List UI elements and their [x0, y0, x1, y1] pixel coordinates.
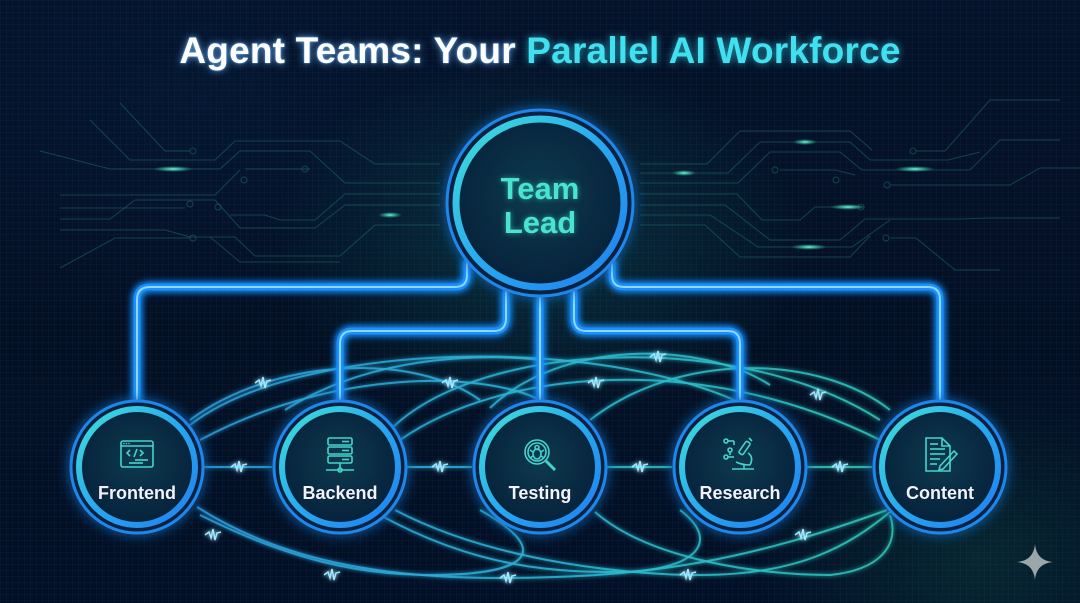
agent-label-research: Research [699, 482, 781, 503]
title-part-white: Agent Teams: Your [179, 30, 527, 71]
agent-node-backend: Backend [276, 403, 404, 531]
agent-label-backend: Backend [302, 482, 378, 503]
sparkle-icon [1017, 544, 1053, 580]
title-part-cyan: Parallel AI Workforce [526, 30, 901, 71]
agent-node-research: Research [676, 403, 804, 531]
team-lead-node: Team Lead [448, 114, 632, 298]
code-window-icon [120, 439, 154, 468]
agent-label-frontend: Frontend [98, 482, 176, 503]
team-lead-label-line2: Lead [503, 205, 577, 240]
agent-label-content: Content [906, 482, 974, 503]
bug-magnifier-icon [524, 438, 557, 471]
agent-node-content: Content [876, 403, 1004, 531]
agent-node-frontend: Frontend [73, 403, 201, 531]
agent-node-testing: Testing [476, 403, 604, 531]
server-stack-icon [326, 436, 354, 473]
agent-label-testing: Testing [508, 482, 572, 503]
glow-dots [153, 139, 935, 250]
team-lead-label-line1: Team [500, 171, 580, 206]
lead-ring [445, 108, 635, 298]
document-pen-icon [925, 436, 959, 472]
microscope-icon [723, 436, 754, 470]
page-title: Agent Teams: Your Parallel AI Workforce [0, 30, 1080, 72]
